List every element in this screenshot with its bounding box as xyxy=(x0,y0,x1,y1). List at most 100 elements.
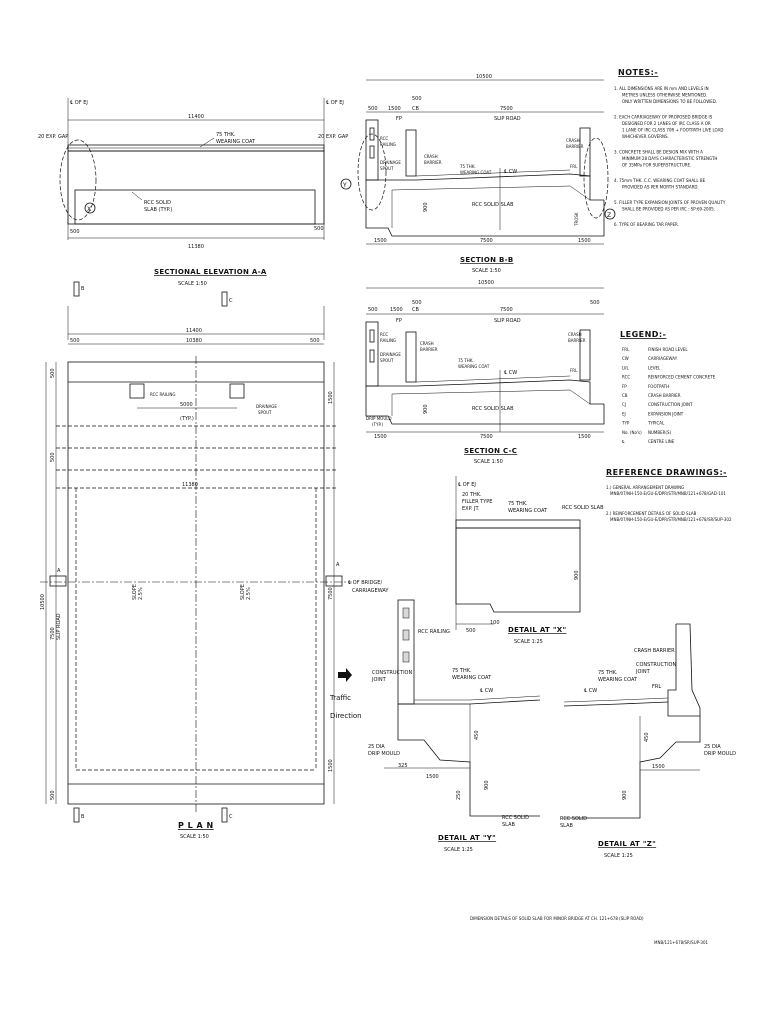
note-line: WHICHEVER GOVERNS. xyxy=(622,134,669,139)
plan-drain-label2: SPOUT xyxy=(258,410,272,415)
plan-side-1500a: 1500 xyxy=(328,391,334,404)
elevation-end-left: 500 xyxy=(70,229,80,235)
legend-desc: TYPICAL xyxy=(647,421,665,426)
dy-wc2: WEARING COAT xyxy=(452,675,492,681)
dy-scale: SCALE 1:25 xyxy=(444,847,473,853)
dy-d250: 250 xyxy=(456,790,462,800)
section-cc: 10500 500 1500 500 CB 7500 SLIP ROAD FP … xyxy=(365,280,605,465)
cc-dim-cb-right: 500 xyxy=(590,300,600,306)
dz-d1500: 1500 xyxy=(652,764,665,770)
dy-slab: RCC SOLID xyxy=(502,815,529,821)
traffic-arrow-icon xyxy=(338,668,352,682)
dx-wc: 75 THK. xyxy=(508,501,528,507)
reference-title: 2.) REINFORCEMENT DETAILS OF SOLID SLAB xyxy=(606,511,697,516)
dz-drip2: DRIP MOULD xyxy=(704,751,736,757)
dz-wc2: WEARING COAT xyxy=(598,677,638,683)
elevation-wearing-label: 75 THK. xyxy=(216,132,236,138)
bb-dim-fp2: 1500 xyxy=(388,106,401,112)
bb-crash-r-label: CRASH xyxy=(566,138,580,143)
plan-right-7500: 7500 xyxy=(328,587,334,600)
plan-title: P L A N xyxy=(178,821,214,830)
cc-drip-label2: (TYP.) xyxy=(372,422,384,427)
plan-slip-road-label: SLIP ROAD xyxy=(56,613,62,640)
note-line: 5. FILLER TYPE EXPANSION JOINTS OF PROVE… xyxy=(614,200,726,205)
cc-fp-label: FP xyxy=(396,318,402,324)
plan-slope-right: SLOPE xyxy=(240,584,246,600)
drawing-caption: DIMENSION DETAILS OF SOLID SLAB FOR MINO… xyxy=(470,916,644,921)
plan-marker-c-bottom: C xyxy=(229,814,233,820)
dx-w100: 100 xyxy=(490,620,500,626)
plan-dim-top: 11400 xyxy=(186,328,202,334)
drawing-number: MNB/121+678/SR/SUP-301 xyxy=(654,940,708,945)
notes-heading: NOTES:- xyxy=(618,68,658,77)
cc-wc-label2: WEARING COAT xyxy=(458,364,490,369)
cc-drip-label: DRIP MOULD xyxy=(366,416,392,421)
dy-slab2: SLAB xyxy=(502,822,515,828)
bb-drip: TROSK xyxy=(574,212,579,227)
dz-d900: 900 xyxy=(622,790,628,800)
cc-dim-fp: 500 xyxy=(368,307,378,313)
bb-dim-road: 7500 xyxy=(500,106,513,112)
cc-depth: 900 xyxy=(423,404,429,414)
cc-bot-left: 1500 xyxy=(374,434,387,440)
plan-cl-bridge: ℄ OF BRIDGE/ xyxy=(348,580,382,586)
dx-wc2: WEARING COAT xyxy=(508,508,548,514)
cc-wc-label: 75 THK. xyxy=(458,358,474,363)
detail-y: RCC RAILING CONSTRUCTION JOINT 75 THK. W… xyxy=(368,599,541,853)
plan-marker-a-left: A xyxy=(57,568,61,574)
dz-drip: 25 DIA xyxy=(704,744,721,750)
cc-dim-cb: 500 xyxy=(412,300,422,306)
bb-crash-label2: BARRIER xyxy=(424,160,442,165)
callout-y: Y xyxy=(342,182,347,189)
plan-drain-label: DRAINAGE xyxy=(256,404,277,409)
traffic-label: Traffic xyxy=(329,694,351,702)
dy-cl: ℄ CW xyxy=(480,688,493,694)
cc-bot-right: 1500 xyxy=(578,434,591,440)
legend-abbr: CW xyxy=(622,356,629,361)
cc-crash-r-label2: BARRIER xyxy=(568,338,586,343)
callout-x: X xyxy=(87,206,91,213)
dy-rail: RCC RAILING xyxy=(418,629,450,635)
note-line: DESIGNED FOR 2 LANES OF IRC CLASS A OR xyxy=(622,121,711,126)
bb-rail-label: RCC xyxy=(380,136,388,141)
plan-view: B C 11400 500 10380 500 RCC RAILING 5000… xyxy=(40,281,389,840)
note-line: 2. EACH CARRIAGEWAY OF PROPOSED BRIDGE I… xyxy=(614,115,713,120)
cc-cl-label: ℄ CW xyxy=(504,370,517,376)
cc-rail-label2: RAILING xyxy=(380,338,396,343)
plan-side-500c: 500 xyxy=(50,790,56,800)
bb-bot-mid: 7500 xyxy=(480,238,493,244)
cc-bot-mid: 7500 xyxy=(480,434,493,440)
bb-depth: 900 xyxy=(423,202,429,212)
notes-list: 1. ALL DIMENSIONS ARE IN mm AND LEVELS I… xyxy=(614,86,726,227)
dy-wc: 75 THK. xyxy=(452,668,472,674)
reference-number: MNB/07/NH-150-E/GU-E/DPR/STR/MNB/121+678… xyxy=(610,491,726,496)
cc-frl-label: FRL xyxy=(570,368,578,373)
legend-abbr: No. (No's) xyxy=(622,430,642,435)
plan-spacing: 5000 xyxy=(180,402,193,408)
bb-wc-label2: WEARING COAT xyxy=(460,170,492,175)
exp-gap-left: 20 EXP. GAP xyxy=(38,134,68,140)
legend-desc: LEVEL xyxy=(648,365,661,370)
detail-z: CRASH BARRIER CONSTRUCTION JOINT 75 THK.… xyxy=(560,623,736,859)
cc-crash-r-label: CRASH xyxy=(568,332,582,337)
plan-marker-b-top: B xyxy=(81,286,85,292)
elevation-title: SECTIONAL ELEVATION A-A xyxy=(154,268,267,276)
dy-cj2: JOINT xyxy=(371,677,387,683)
cc-crash-label2: BARRIER xyxy=(420,347,438,352)
note-line: ONLY WRITTEN DIMENSIONS TO BE FOLLOWED. xyxy=(622,99,717,104)
dy-d325: 325 xyxy=(398,763,408,769)
dz-cj: CONSTRUCTION xyxy=(636,662,676,668)
plan-slip-road: 7500 xyxy=(50,627,56,640)
plan-marker-a-right: A xyxy=(336,562,340,568)
legend-abbr: ℄ xyxy=(622,439,625,444)
dy-d1500: 1500 xyxy=(426,774,439,780)
legend-desc: REINFORCED CEMENT CONCRETE xyxy=(648,375,716,380)
plan-side-500b: 500 xyxy=(50,452,56,462)
elevation-slab-label: RCC SOLID xyxy=(144,200,171,206)
plan-cl-bridge2: CARRIAGEWAY xyxy=(352,588,389,594)
cc-dim-fp2: 1500 xyxy=(390,307,403,313)
legend-abbr: FP xyxy=(622,384,627,389)
